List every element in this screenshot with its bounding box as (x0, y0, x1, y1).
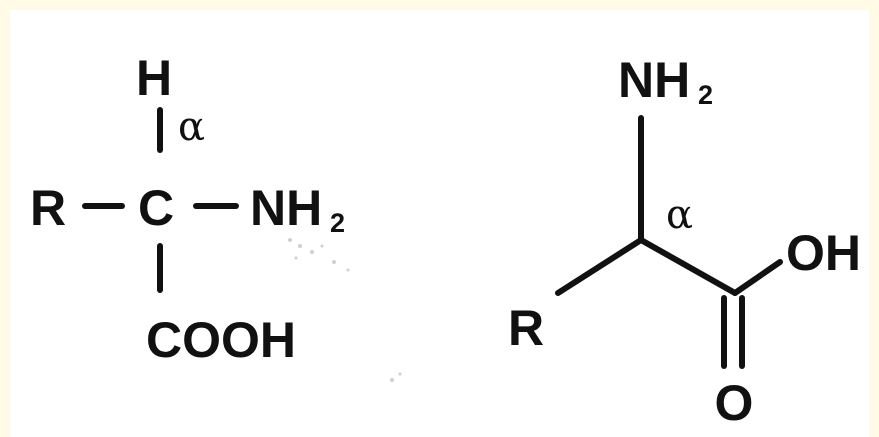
skeletal-bond-carboxyl-oh (732, 259, 783, 296)
fischer-r-label: R (30, 180, 66, 236)
skeletal-amine-label: NH (618, 52, 690, 108)
fischer-structure: H α R C NH 2 COOH (30, 50, 345, 368)
fischer-hydrogen-label: H (136, 50, 172, 106)
skeletal-bond-calpha-carboxyl (638, 237, 738, 296)
skeletal-r-label: R (508, 300, 544, 356)
fischer-amine-label: NH (250, 180, 322, 236)
skeletal-bond-calpha-r (555, 237, 644, 296)
skeletal-structure: NH 2 α OH R O (508, 52, 861, 431)
fischer-alpha-label: α (178, 104, 205, 150)
fischer-carboxyl-label: COOH (146, 312, 296, 368)
skeletal-alpha-label: α (666, 192, 693, 238)
skeletal-hydroxyl-label: OH (786, 225, 861, 281)
skeletal-amine-subscript: 2 (698, 80, 713, 110)
fischer-carbon-label: C (138, 180, 174, 236)
skeletal-oxygen-label: O (715, 375, 754, 431)
scan-noise (288, 238, 402, 382)
fischer-amine-subscript: 2 (330, 208, 345, 238)
